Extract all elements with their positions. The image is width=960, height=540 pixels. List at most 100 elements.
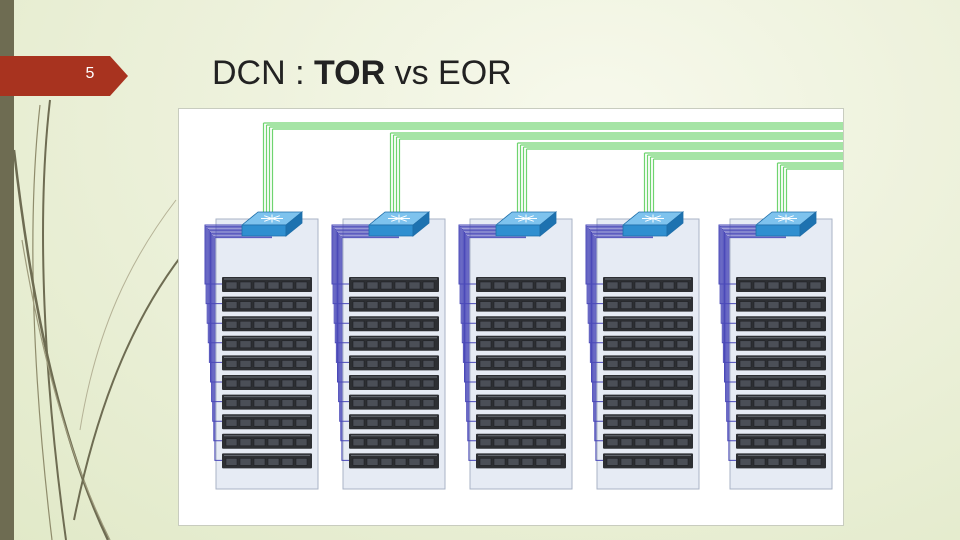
drive-bay xyxy=(422,458,435,466)
rack-server-icon xyxy=(349,453,439,469)
drive-bay xyxy=(606,379,619,388)
drive-bay xyxy=(809,379,822,388)
title-suffix: vs EOR xyxy=(385,54,512,92)
server-link xyxy=(462,230,526,363)
drive-bay xyxy=(662,458,675,466)
drive-bay xyxy=(507,320,520,329)
drive-bay xyxy=(795,418,808,427)
drive-bay xyxy=(225,399,238,407)
drive-bay xyxy=(507,418,520,427)
rack-server-icon xyxy=(222,335,312,351)
drive-bay xyxy=(809,399,822,407)
drive-bay xyxy=(521,458,534,466)
drive-bay xyxy=(295,360,308,368)
drive-bay xyxy=(295,438,308,447)
drive-bay xyxy=(394,340,407,349)
server-link-bundle xyxy=(204,224,272,461)
drive-bay xyxy=(394,281,407,290)
drive-bay xyxy=(380,360,393,368)
drive-bay xyxy=(352,399,365,407)
server-link-bundle xyxy=(331,224,399,461)
drive-bay xyxy=(295,399,308,407)
network-switch-icon xyxy=(754,211,818,237)
drive-bay xyxy=(267,438,280,447)
server-link xyxy=(337,231,399,383)
drive-bay xyxy=(739,360,752,368)
drive-bay xyxy=(606,360,619,368)
server-link xyxy=(722,230,786,363)
drive-bay xyxy=(781,379,794,388)
tor-network-diagram xyxy=(204,122,843,490)
drive-bay xyxy=(479,281,492,290)
drive-bay xyxy=(366,281,379,290)
rack-server-icon xyxy=(603,433,693,449)
switch-side xyxy=(666,211,684,237)
drive-bay xyxy=(781,301,794,309)
server-link xyxy=(210,231,272,383)
drive-bay xyxy=(493,340,506,349)
network-switch-icon xyxy=(240,211,304,237)
drive-bay xyxy=(795,458,808,466)
drive-bay xyxy=(267,340,280,349)
switch-arrow xyxy=(778,215,794,222)
drive-bay xyxy=(620,360,633,368)
drive-bay xyxy=(620,340,633,349)
drive-bay xyxy=(239,399,252,407)
drive-bay xyxy=(408,340,421,349)
drive-bay xyxy=(739,340,752,349)
drive-bay xyxy=(535,360,548,368)
drive-bay xyxy=(767,418,780,427)
drive-bay xyxy=(753,340,766,349)
uplink-line xyxy=(268,126,843,227)
uplink-bundle xyxy=(262,122,843,227)
drive-bay xyxy=(809,360,822,368)
drive-bay xyxy=(493,301,506,309)
decorative-curves xyxy=(12,99,183,540)
drive-bay xyxy=(380,399,393,407)
drive-bay xyxy=(394,360,407,368)
drive-bay xyxy=(662,379,675,388)
rack-server-icon xyxy=(736,394,826,410)
tor-diagram xyxy=(178,108,844,526)
drive-bay xyxy=(380,340,393,349)
drive-bay xyxy=(507,379,520,388)
drive-bay xyxy=(281,360,294,368)
rack-server-icon xyxy=(222,394,312,410)
server-link xyxy=(591,231,653,383)
server-link xyxy=(208,230,272,363)
drive-bay xyxy=(422,379,435,388)
drive-bay xyxy=(753,281,766,290)
drive-bay xyxy=(634,458,647,466)
switch-front xyxy=(368,224,414,237)
rack-server-icon xyxy=(736,414,826,430)
drive-bay xyxy=(380,379,393,388)
drive-bay xyxy=(634,418,647,427)
drive-bay xyxy=(549,458,562,466)
drive-bay xyxy=(809,320,822,329)
drive-bay xyxy=(753,301,766,309)
rack xyxy=(458,211,573,490)
server-link xyxy=(214,237,272,461)
drive-bay xyxy=(753,458,766,466)
server-link xyxy=(464,231,526,383)
drive-bay xyxy=(253,458,266,466)
rack-server-icon xyxy=(603,277,693,292)
rack-server-icon xyxy=(736,335,826,351)
drive-bay xyxy=(781,340,794,349)
drive-bay xyxy=(606,438,619,447)
drive-bay xyxy=(267,399,280,407)
drive-bay xyxy=(781,418,794,427)
rack-server-icon xyxy=(603,453,693,469)
drive-bay xyxy=(507,458,520,466)
drive-bay xyxy=(549,399,562,407)
drive-bay xyxy=(295,301,308,309)
drive-bay xyxy=(521,360,534,368)
drive-bay xyxy=(767,399,780,407)
switch-front xyxy=(755,224,801,237)
rack xyxy=(331,211,446,490)
drive-bay xyxy=(676,399,689,407)
drive-bay xyxy=(606,399,619,407)
rack-server-icon xyxy=(736,375,826,390)
rack-server-icon xyxy=(222,414,312,430)
drive-bay xyxy=(781,458,794,466)
